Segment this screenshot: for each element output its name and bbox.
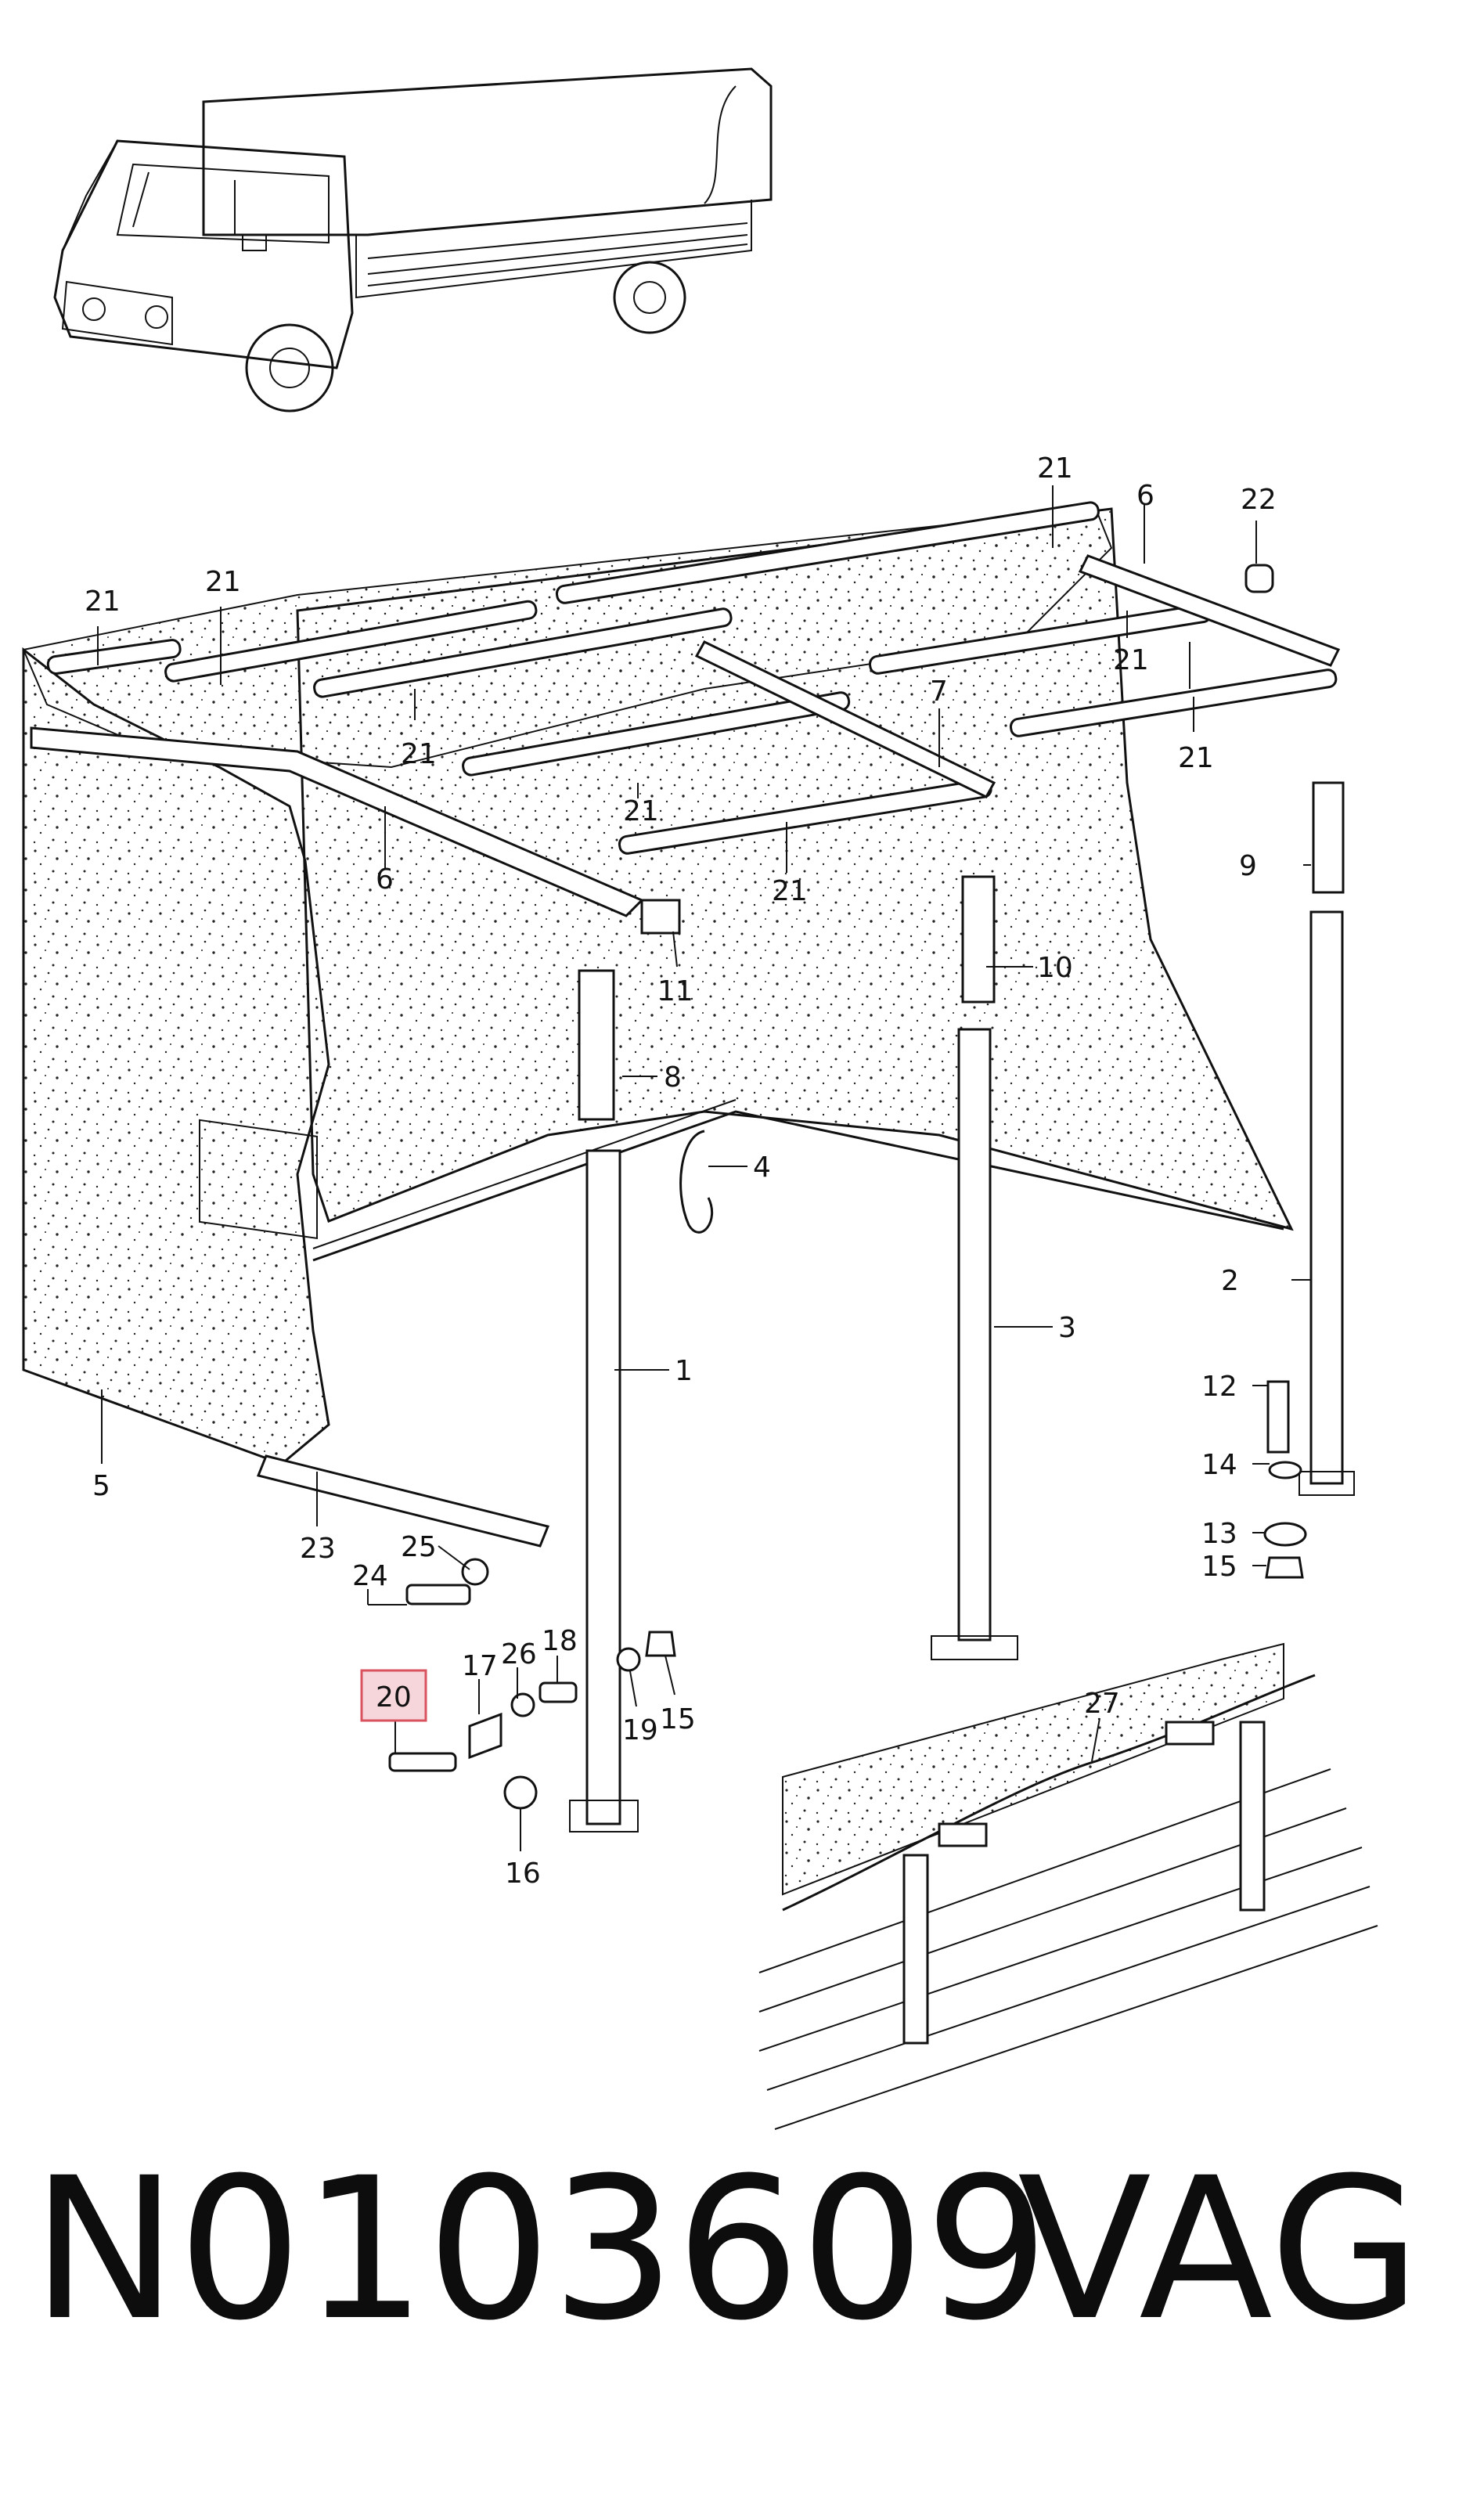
callout-21: 21 xyxy=(1113,644,1149,676)
callout-25: 25 xyxy=(401,1531,437,1563)
callout-7: 7 xyxy=(930,676,948,708)
callout-16: 16 xyxy=(505,1858,541,1890)
callout-4: 4 xyxy=(753,1151,771,1184)
truck-illustration xyxy=(53,67,773,413)
callout-13: 13 xyxy=(1201,1518,1237,1550)
callout-27: 27 xyxy=(1084,1688,1120,1720)
callout-11: 11 xyxy=(657,975,693,1007)
callout-21: 21 xyxy=(623,795,659,827)
callout-21: 21 xyxy=(85,586,121,618)
callout-21: 21 xyxy=(772,875,808,907)
callout-21: 21 xyxy=(401,738,437,770)
callout-23: 23 xyxy=(300,1533,336,1565)
callout-21: 21 xyxy=(205,566,241,598)
callout-22: 22 xyxy=(1241,484,1277,516)
leader-lines xyxy=(97,485,1311,1851)
callout-19: 19 xyxy=(622,1714,658,1746)
callout-9: 9 xyxy=(1239,850,1257,882)
callout-1: 1 xyxy=(675,1355,693,1387)
callout-12: 12 xyxy=(1201,1371,1237,1403)
callout-5: 5 xyxy=(92,1470,110,1502)
callout-15: 15 xyxy=(660,1703,696,1735)
inset-detail xyxy=(758,1642,1378,2130)
callout-8: 8 xyxy=(664,1061,682,1094)
brand-label: VAG xyxy=(1018,2135,1421,2363)
callout-3: 3 xyxy=(1058,1312,1076,1344)
callout-labels: 21 21 21 21 21 21 21 21 6 6 7 22 9 10 11… xyxy=(85,452,1277,1890)
callout-20: 20 xyxy=(376,1681,412,1714)
callout-2: 2 xyxy=(1221,1265,1239,1297)
callout-21: 21 xyxy=(1178,742,1214,774)
highlight-box xyxy=(360,1669,427,1722)
callout-17: 17 xyxy=(462,1650,498,1682)
part-number: N0103609 xyxy=(31,2135,1049,2363)
tarpaulin-assembly xyxy=(22,501,1355,1833)
callout-24: 24 xyxy=(352,1560,388,1592)
callout-14: 14 xyxy=(1201,1449,1237,1481)
callout-6: 6 xyxy=(376,863,394,896)
callout-15: 15 xyxy=(1201,1551,1237,1583)
callout-21: 21 xyxy=(1037,452,1073,485)
callout-10: 10 xyxy=(1037,952,1073,984)
callout-18: 18 xyxy=(542,1625,578,1657)
callout-26: 26 xyxy=(501,1638,537,1670)
callout-6: 6 xyxy=(1136,480,1154,512)
